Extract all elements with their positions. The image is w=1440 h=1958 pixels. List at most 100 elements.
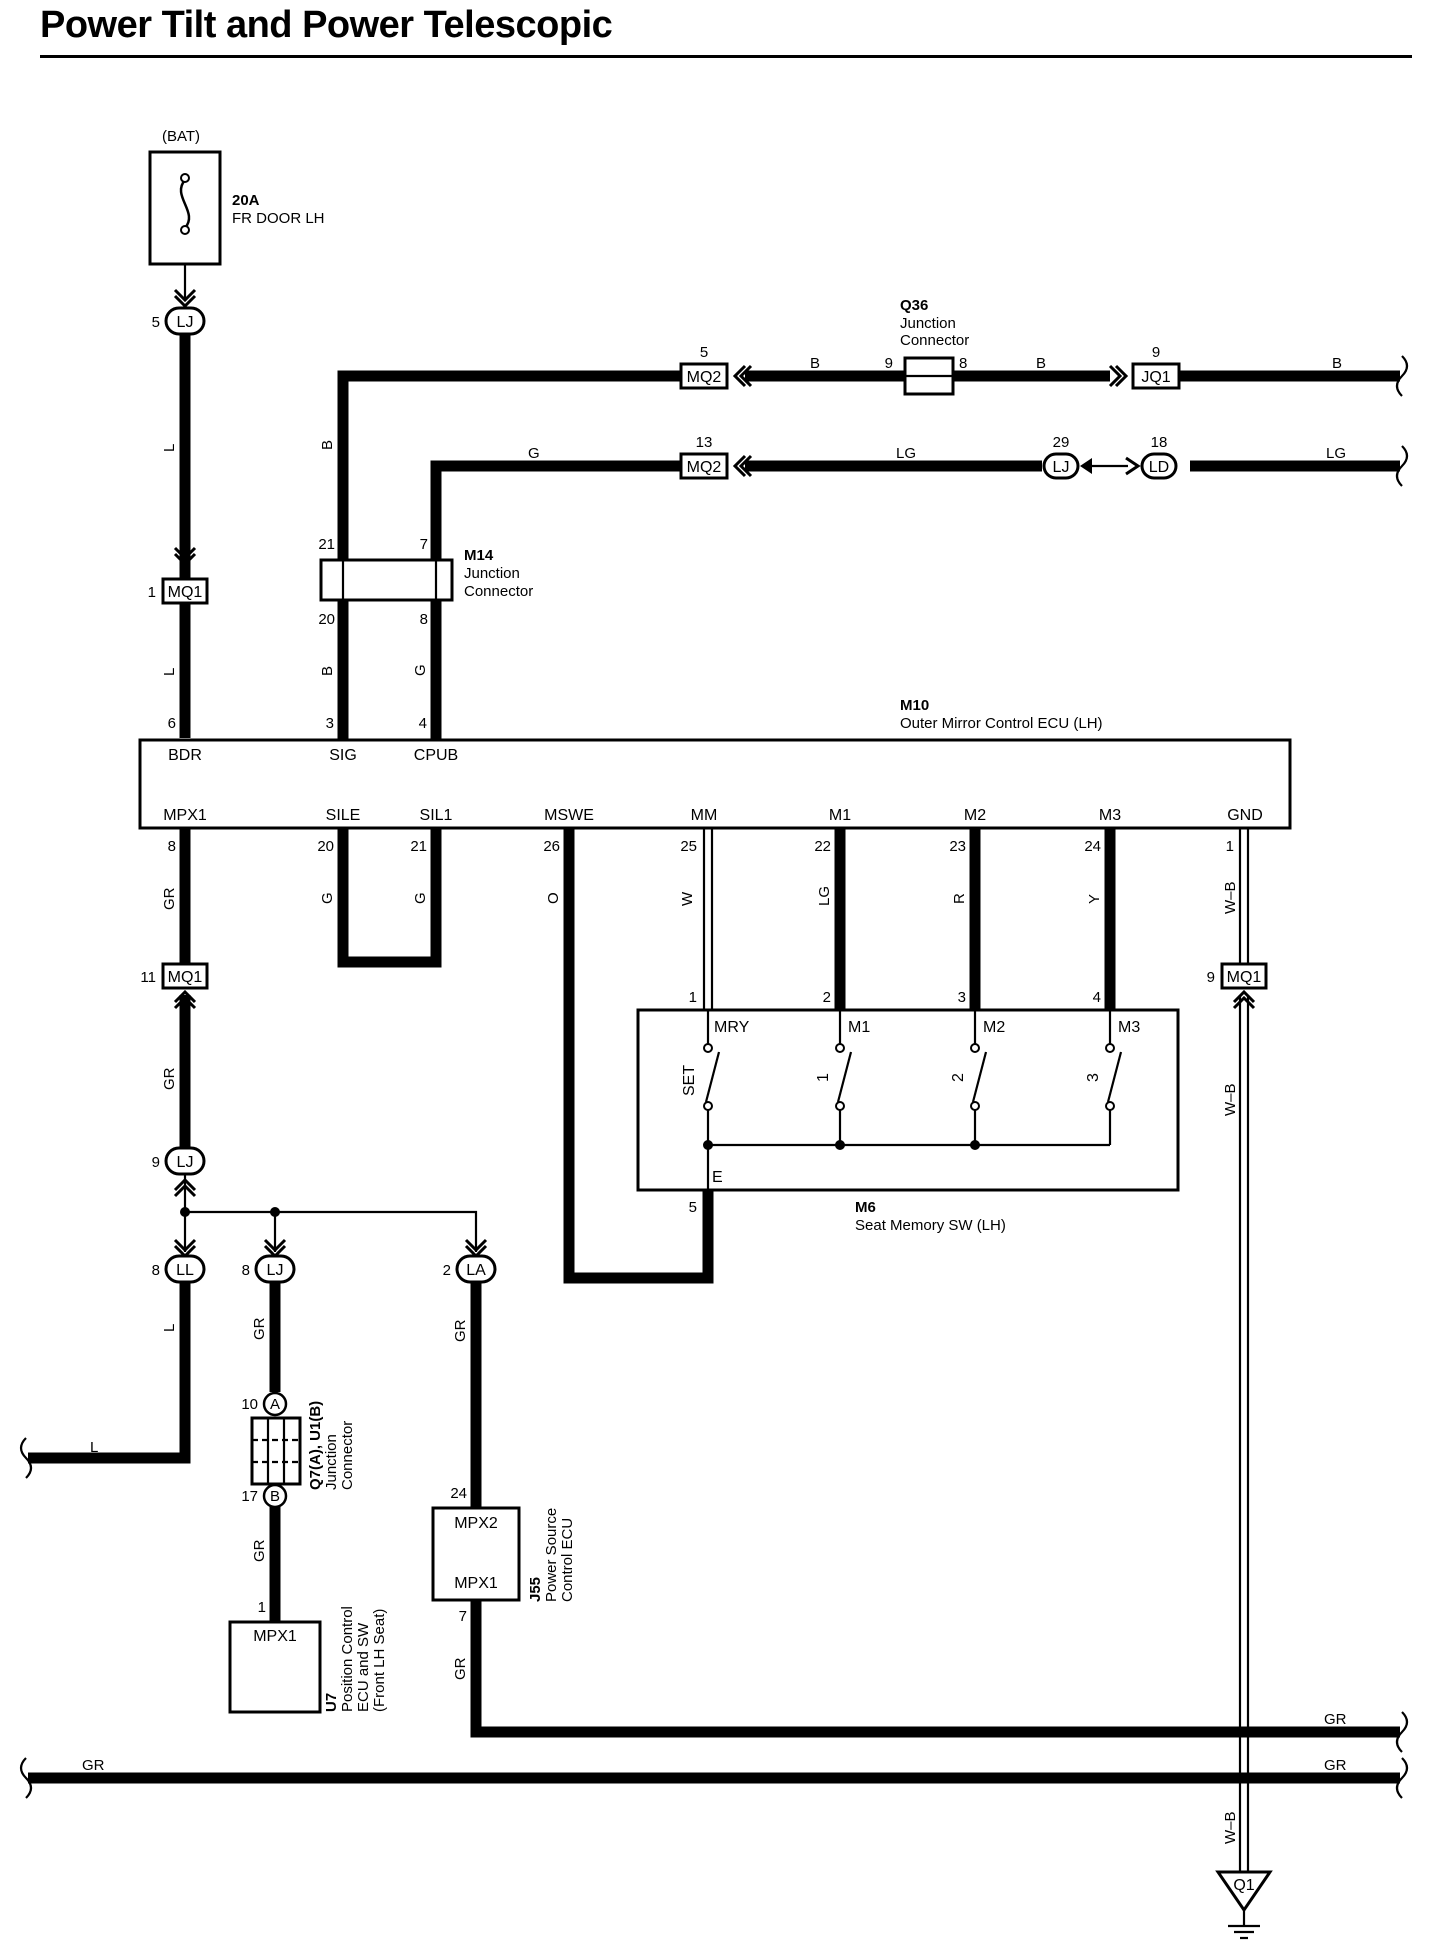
seat-memory-switch-m6: 1 2 3 4 MRY M1 M2 M3: [636, 989, 1180, 1234]
svg-text:ECU and SW: ECU and SW: [355, 1622, 372, 1712]
svg-text:LL: LL: [176, 1262, 194, 1279]
svg-text:W–B: W–B: [1222, 1811, 1239, 1844]
connector-ll-8: LL 8: [152, 1238, 206, 1284]
svg-text:9: 9: [885, 355, 893, 372]
svg-text:J55: J55: [527, 1577, 544, 1602]
svg-text:JQ1: JQ1: [1141, 369, 1170, 386]
connector-la-2: LA 2: [443, 1238, 497, 1284]
svg-text:CPUB: CPUB: [414, 747, 458, 764]
svg-text:FR DOOR LH: FR DOOR LH: [232, 210, 325, 227]
svg-text:Connector: Connector: [339, 1421, 356, 1490]
wire-break-marks: [19, 355, 1409, 1799]
svg-text:21: 21: [410, 838, 427, 855]
svg-text:SIL1: SIL1: [420, 807, 453, 824]
svg-text:LJ: LJ: [1053, 459, 1070, 476]
svg-text:LJ: LJ: [267, 1262, 284, 1279]
svg-text:3: 3: [326, 715, 334, 732]
svg-text:4: 4: [1093, 989, 1101, 1006]
svg-text:MM: MM: [691, 807, 718, 824]
svg-text:W–B: W–B: [1222, 881, 1239, 914]
svg-text:2: 2: [950, 1073, 967, 1082]
svg-text:GR: GR: [1324, 1711, 1347, 1728]
svg-text:GR: GR: [452, 1319, 469, 1342]
svg-text:7: 7: [420, 536, 428, 553]
svg-text:M1: M1: [829, 807, 851, 824]
svg-text:22: 22: [814, 838, 831, 855]
svg-text:8: 8: [168, 838, 176, 855]
junction-q7-u1: A 10 B 17 Q7(A), U1(B) Junction Connecto…: [241, 1391, 356, 1509]
svg-text:7: 7: [459, 1608, 467, 1625]
wire-gr-j55: [470, 1600, 1400, 1738]
svg-text:Seat Memory SW (LH): Seat Memory SW (LH): [855, 1217, 1006, 1234]
svg-text:M3: M3: [1118, 1019, 1140, 1036]
svg-text:(BAT): (BAT): [162, 128, 200, 145]
svg-text:B: B: [1036, 355, 1046, 372]
svg-text:26: 26: [543, 838, 560, 855]
wire-color-labels: L L B B G G B B B LG LG GR G G O W LG R …: [82, 355, 1347, 1844]
svg-text:9: 9: [1207, 969, 1215, 986]
svg-text:LJ: LJ: [177, 1154, 194, 1171]
svg-text:G: G: [319, 892, 336, 904]
connector-mq2-g: MQ2 13: [679, 434, 753, 480]
svg-text:13: 13: [696, 434, 713, 451]
svg-text:SILE: SILE: [326, 807, 361, 824]
svg-text:9: 9: [152, 1154, 160, 1171]
junction-m14: 21 7 20 8 M14 Junction Connector: [318, 536, 533, 628]
svg-text:5: 5: [700, 344, 708, 361]
svg-text:18: 18: [1151, 434, 1168, 451]
svg-text:Connector: Connector: [900, 332, 969, 349]
svg-text:MPX1: MPX1: [454, 1575, 498, 1592]
svg-text:20: 20: [318, 611, 335, 628]
svg-text:MPX2: MPX2: [454, 1515, 498, 1532]
svg-text:3: 3: [1085, 1073, 1102, 1082]
wire-l-ll: [28, 1282, 191, 1464]
connector-mq1-top: MQ1 1: [148, 546, 209, 605]
svg-text:Control ECU: Control ECU: [559, 1518, 576, 1602]
wire-g-loop: [337, 828, 442, 968]
connector-jq1: JQ1 9: [1108, 344, 1181, 390]
svg-text:5: 5: [152, 314, 160, 331]
svg-text:L: L: [90, 1439, 98, 1456]
svg-text:GR: GR: [1324, 1757, 1347, 1774]
svg-text:GR: GR: [161, 887, 178, 910]
svg-text:L: L: [161, 1324, 178, 1332]
ecu-m10: M10 Outer Mirror Control ECU (LH) 6 3 4 …: [138, 697, 1292, 855]
svg-text:3: 3: [958, 989, 966, 1006]
svg-text:G: G: [412, 892, 429, 904]
svg-text:MQ2: MQ2: [687, 369, 722, 386]
svg-text:M6: M6: [855, 1199, 876, 1216]
svg-text:SIG: SIG: [329, 747, 357, 764]
svg-text:B: B: [319, 666, 336, 676]
connector-lj-9: LJ 9: [152, 1146, 206, 1198]
svg-text:Connector: Connector: [464, 583, 533, 600]
svg-text:20: 20: [317, 838, 334, 855]
svg-text:5: 5: [689, 1199, 697, 1216]
junction-q36: 9 8 Q36 Junction Connector: [885, 297, 969, 396]
svg-text:6: 6: [168, 715, 176, 732]
svg-text:LG: LG: [816, 886, 833, 906]
svg-text:M14: M14: [464, 547, 494, 564]
svg-text:(Front LH Seat): (Front LH Seat): [371, 1609, 388, 1712]
svg-text:MRY: MRY: [714, 1019, 750, 1036]
svg-text:B: B: [1332, 355, 1342, 372]
svg-text:M1: M1: [848, 1019, 870, 1036]
svg-text:24: 24: [450, 1485, 467, 1502]
fuse-fr-door-lh: (BAT) 20A FR DOOR LH: [148, 128, 325, 266]
svg-text:23: 23: [949, 838, 966, 855]
svg-text:MSWE: MSWE: [544, 807, 594, 824]
svg-text:W–B: W–B: [1222, 1083, 1239, 1116]
connector-mq1-9: MQ1 9: [1207, 962, 1268, 1010]
svg-text:Q1: Q1: [1233, 1877, 1254, 1894]
svg-text:SET: SET: [681, 1065, 698, 1096]
svg-text:24: 24: [1084, 838, 1101, 855]
svg-text:M2: M2: [983, 1019, 1005, 1036]
svg-text:MPX1: MPX1: [163, 807, 207, 824]
svg-text:L: L: [161, 444, 178, 452]
svg-text:M3: M3: [1099, 807, 1121, 824]
svg-text:LA: LA: [466, 1262, 486, 1279]
svg-text:8: 8: [242, 1262, 250, 1279]
svg-text:Position Control: Position Control: [339, 1606, 356, 1712]
connector-mq2-b: MQ2 5: [679, 344, 753, 390]
svg-text:11: 11: [140, 969, 156, 986]
